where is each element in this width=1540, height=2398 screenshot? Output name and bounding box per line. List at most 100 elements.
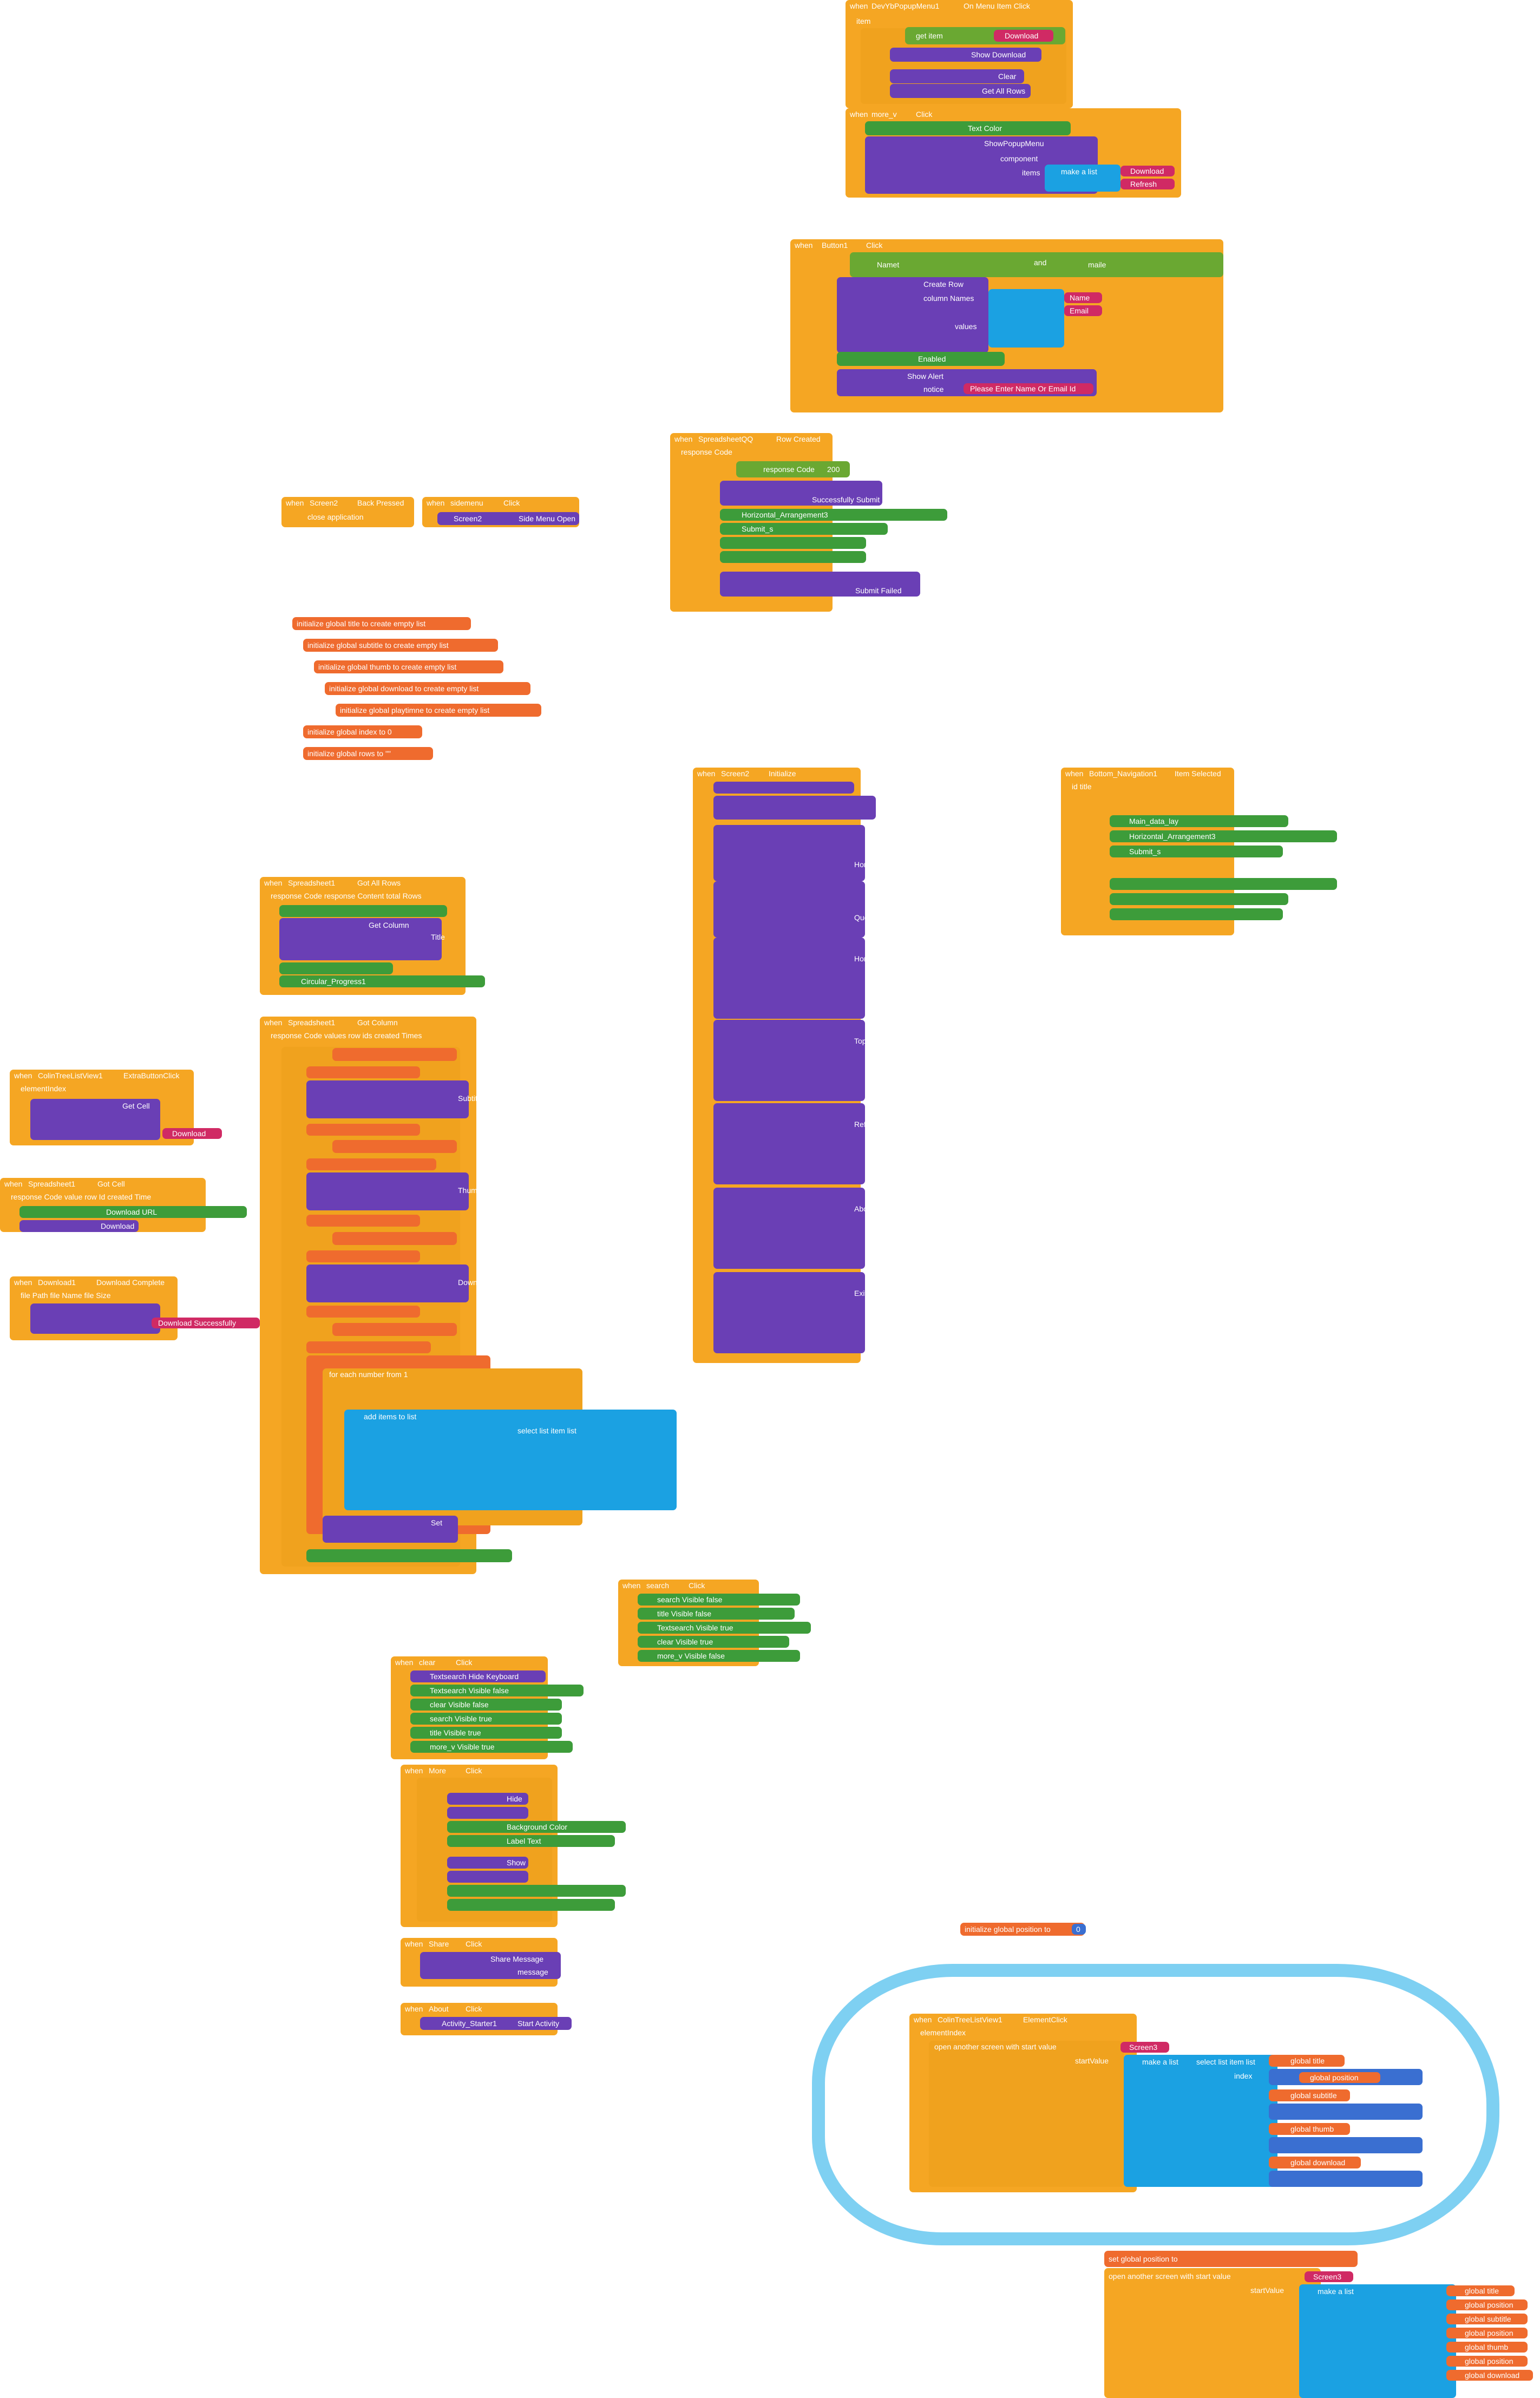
global-position-init[interactable]: initialize global position to bbox=[960, 1923, 1085, 1936]
set-row[interactable]: more_v Visible true bbox=[410, 1741, 573, 1753]
global-init[interactable]: initialize global rows to "" bbox=[303, 747, 433, 760]
add-item-side-home[interactable]: Home bbox=[713, 938, 874, 1019]
call-show-alert-fail[interactable]: Submit Failed bbox=[720, 572, 920, 597]
get-global[interactable]: global position bbox=[1446, 2299, 1528, 2310]
set-text-color[interactable]: Text Color bbox=[865, 121, 1071, 135]
and-block[interactable]: Namet and maile bbox=[850, 252, 1223, 277]
set-download-url[interactable]: Download URL bbox=[19, 1206, 247, 1218]
select-items[interactable] bbox=[1369, 2284, 1451, 2398]
add-item-questions[interactable]: Questions bbox=[713, 881, 888, 938]
call-side-menu-open[interactable]: Screen2 Side Menu Open bbox=[437, 512, 579, 525]
add-item-references[interactable]: References bbox=[713, 1103, 893, 1184]
set-h-arr-visible[interactable]: Horizontal_Arrangement3 bbox=[1110, 830, 1337, 842]
set-row[interactable]: title Visible true bbox=[410, 1727, 562, 1739]
call-share-show[interactable] bbox=[447, 1871, 528, 1883]
set-bg-color-2[interactable] bbox=[447, 1885, 626, 1897]
set-namet[interactable] bbox=[720, 537, 866, 549]
text-item2[interactable]: Refresh bbox=[1120, 179, 1175, 189]
call-share-hide[interactable] bbox=[447, 1807, 528, 1819]
position-zero[interactable]: 0 bbox=[1072, 1924, 1086, 1935]
get-global[interactable]: global thumb bbox=[1446, 2342, 1528, 2353]
global-init[interactable]: initialize global title to create empty … bbox=[292, 617, 471, 630]
call-get-column-thumb[interactable]: Thumb bbox=[306, 1172, 482, 1210]
call-show-alert[interactable] bbox=[30, 1303, 160, 1334]
call-share-message[interactable]: Share Message message bbox=[420, 1952, 561, 1979]
text-screen3[interactable]: Screen3 bbox=[1305, 2271, 1353, 2282]
get-global[interactable]: global position bbox=[1446, 2328, 1528, 2338]
text-email[interactable]: Email bbox=[1064, 305, 1102, 316]
set-row[interactable]: more_v Visible false bbox=[638, 1650, 800, 1662]
text-screen3[interactable]: Screen3 bbox=[1120, 2042, 1169, 2053]
make-list[interactable] bbox=[988, 289, 1064, 348]
set-label-text[interactable]: Label Text bbox=[447, 1835, 615, 1847]
add-item-top-questions[interactable]: Top Questions bbox=[713, 1020, 903, 1101]
make-list[interactable]: make a list bbox=[1124, 2055, 1200, 2187]
call-get-all-rows[interactable]: Get All Rows bbox=[890, 84, 1031, 98]
get-global-title[interactable]: global title bbox=[1269, 2055, 1345, 2067]
call-about-show[interactable]: Show bbox=[447, 1857, 528, 1869]
get-global[interactable]: global title bbox=[1446, 2285, 1515, 2296]
call-clear[interactable]: Clear bbox=[890, 69, 1024, 83]
global-init[interactable]: initialize global index to 0 bbox=[303, 725, 422, 738]
global-init[interactable]: initialize global subtitle to create emp… bbox=[303, 639, 498, 652]
set-main-visible[interactable]: Main_data_lay bbox=[1110, 815, 1288, 827]
set-submit-visible-2[interactable] bbox=[1110, 908, 1283, 920]
text-item1[interactable]: Download bbox=[1120, 166, 1175, 176]
index-expr[interactable] bbox=[1269, 2104, 1423, 2120]
set-global-index[interactable] bbox=[306, 1215, 420, 1227]
cond-index-4[interactable] bbox=[332, 1323, 457, 1336]
set-submit-visible[interactable]: Submit_s bbox=[1110, 846, 1283, 857]
call-initialize-scroll[interactable]: Main_data_lay bbox=[713, 796, 936, 820]
set-row[interactable]: clear Visible false bbox=[410, 1699, 562, 1711]
get-global[interactable]: global position bbox=[1446, 2356, 1528, 2367]
get-global[interactable]: global subtitle bbox=[1446, 2314, 1528, 2324]
set-global-index[interactable] bbox=[306, 1124, 420, 1136]
set-row[interactable]: title Visible false bbox=[638, 1608, 795, 1620]
make-list[interactable]: make a list bbox=[1045, 165, 1120, 192]
index-expr[interactable] bbox=[1269, 2137, 1423, 2153]
text-download[interactable]: Download bbox=[994, 30, 1053, 42]
call-download[interactable]: Download bbox=[19, 1220, 139, 1232]
get-global-position[interactable]: global position bbox=[1299, 2072, 1380, 2083]
add-item-home[interactable]: Home bbox=[713, 825, 874, 881]
add-item-about[interactable]: About bbox=[713, 1188, 874, 1269]
open-another-screen[interactable]: open another screen with start value sta… bbox=[929, 2041, 1124, 2187]
text-notice[interactable]: Please Enter Name Or Email Id bbox=[964, 383, 1093, 394]
set-global-index[interactable] bbox=[279, 962, 393, 974]
index-expr[interactable] bbox=[1269, 2171, 1423, 2187]
global-init[interactable]: initialize global thumb to create empty … bbox=[314, 660, 503, 673]
call-set-list[interactable]: Set bbox=[323, 1516, 458, 1543]
set-enabled[interactable]: Enabled bbox=[837, 352, 1005, 366]
set-maile[interactable] bbox=[720, 551, 866, 563]
set-h-arr[interactable]: Horizontal_Arrangement3 bbox=[720, 509, 947, 521]
open-screen-block[interactable]: open another screen with start value sta… bbox=[1104, 2268, 1321, 2398]
cond-index-2[interactable] bbox=[332, 1140, 457, 1153]
set-global-download[interactable] bbox=[306, 1341, 431, 1353]
text-download-success[interactable]: Download Successfully bbox=[152, 1318, 260, 1328]
text-download[interactable]: Download bbox=[162, 1128, 222, 1139]
cond-index-1[interactable] bbox=[332, 1048, 457, 1061]
set-global-index[interactable] bbox=[306, 1306, 420, 1318]
set-global-rows[interactable] bbox=[279, 905, 447, 917]
set-row[interactable]: Textsearch Visible false bbox=[410, 1685, 584, 1696]
get-global-thumb[interactable]: global thumb bbox=[1269, 2123, 1350, 2135]
set-row[interactable]: Textsearch Visible true bbox=[638, 1622, 811, 1634]
call-get-column-sub[interactable]: Subtitle bbox=[306, 1080, 483, 1118]
set-row[interactable]: search Visible true bbox=[410, 1713, 562, 1725]
set-circular-visible[interactable]: Circular_Progress1 bbox=[279, 975, 485, 987]
set-row[interactable]: clear Visible true bbox=[638, 1636, 789, 1648]
call-get-cell[interactable]: Get Cell bbox=[30, 1099, 160, 1140]
call-hide-keyboard[interactable]: Textsearch Hide Keyboard bbox=[410, 1670, 546, 1682]
call-show-alert-ok[interactable]: Successfully Submit bbox=[720, 481, 882, 506]
get-global-download[interactable]: global download bbox=[1269, 2157, 1361, 2168]
set-global-title[interactable] bbox=[306, 1066, 420, 1078]
add-items-to-list[interactable]: add items to list select list item list bbox=[344, 1410, 677, 1510]
call-start-activity[interactable]: Activity_Starter1 Start Activity bbox=[420, 2017, 572, 2030]
get-global-subtitle[interactable]: global subtitle bbox=[1269, 2089, 1350, 2101]
global-init[interactable]: initialize global download to create emp… bbox=[325, 682, 530, 695]
set-h-arr-visible-2[interactable] bbox=[1110, 878, 1337, 890]
compare-rc[interactable]: response Code 200 bbox=[736, 461, 850, 477]
get-global[interactable]: global download bbox=[1446, 2370, 1533, 2381]
set-global-subtitle[interactable] bbox=[306, 1158, 436, 1170]
call-create-row[interactable]: Create Row column Names values bbox=[837, 277, 988, 353]
